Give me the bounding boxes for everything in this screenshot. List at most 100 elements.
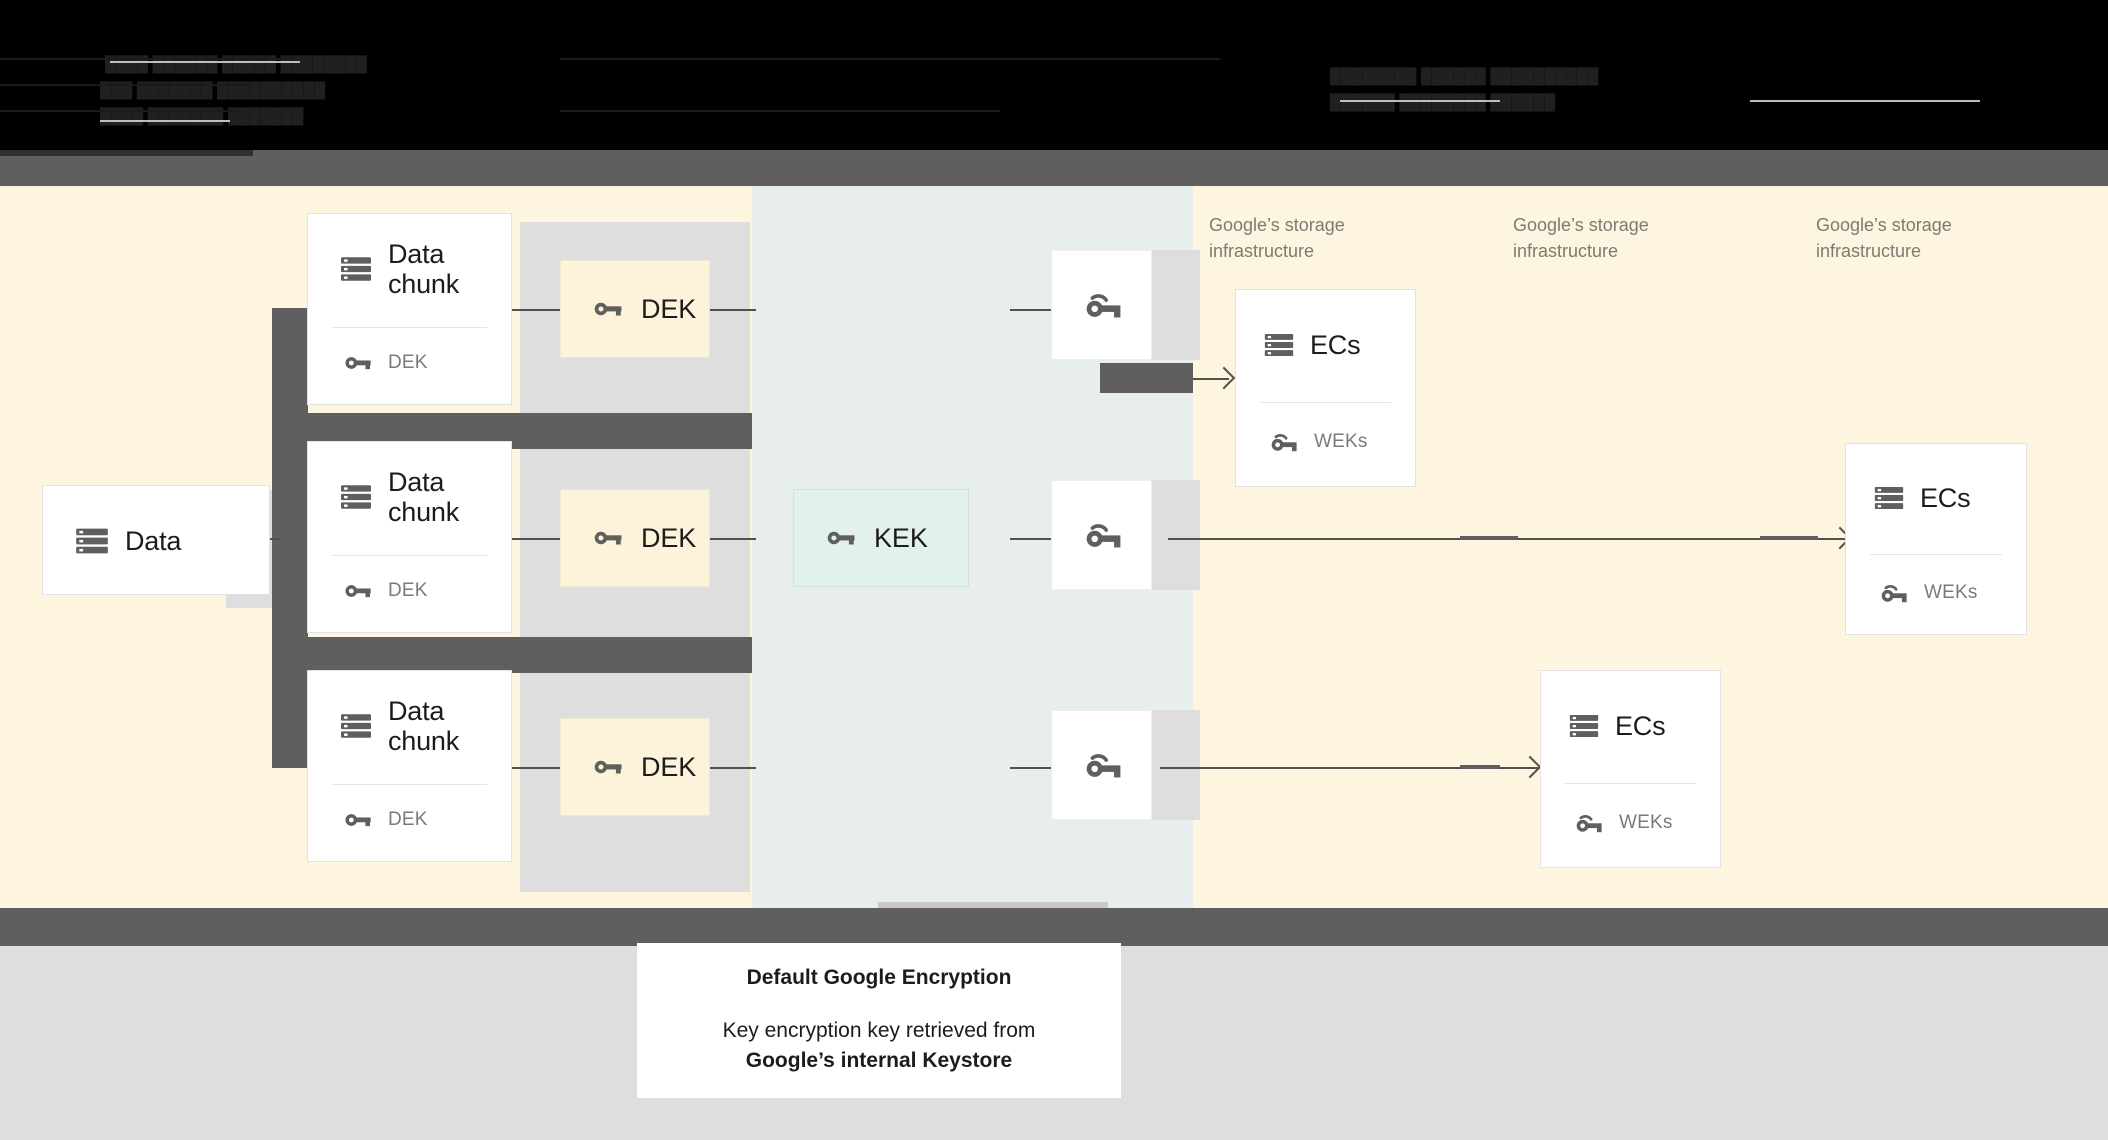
key-icon	[342, 575, 374, 607]
split-bar-branch-2	[272, 637, 752, 673]
header-highlight	[1340, 100, 1500, 102]
wrapped-key-box[interactable]	[1051, 480, 1152, 590]
page-header: ████ ██████ █████ ████████ ███ ███████ █…	[0, 0, 2108, 150]
kek-label: KEK	[874, 522, 928, 553]
header-rule	[0, 58, 290, 60]
arrow-line-accent-2a	[1460, 536, 1518, 540]
card-divider	[332, 784, 487, 785]
dek-label: DEK	[641, 751, 697, 782]
connector-dek-mid-2	[710, 538, 756, 540]
key-icon	[824, 521, 858, 555]
ecs-card[interactable]: ECs WEKs	[1845, 443, 2027, 635]
header-text-right-2: ██████ ████████ ██████	[1330, 94, 1556, 111]
server-icon	[1567, 709, 1601, 743]
wrapped-key-bar-1	[1100, 363, 1193, 393]
wrapped-key-box[interactable]	[1051, 250, 1152, 360]
caption-box: Default Google Encryption Key encryption…	[637, 943, 1121, 1098]
key-icon	[591, 521, 625, 555]
connector-dek-mid-3	[710, 767, 756, 769]
dek-box[interactable]: DEK	[560, 718, 710, 816]
server-icon	[338, 708, 374, 744]
ecs-card-top: ECs	[1236, 290, 1415, 400]
ecs-label: ECs	[1920, 482, 1971, 513]
data-chunk-key-label: DEK	[388, 352, 428, 373]
wrapped-key-icon	[1266, 425, 1300, 459]
connector-chunk-dek-1	[512, 309, 560, 311]
arrow-line-storage-3	[1160, 767, 1538, 769]
top-dark-band	[0, 150, 2108, 186]
wrapped-key-icon	[1079, 742, 1125, 788]
header-text-line-3: ████ ███████ ███████	[100, 108, 304, 125]
ecs-label: ECs	[1310, 329, 1361, 360]
weks-label: WEKs	[1619, 812, 1673, 833]
data-chunk-card-bottom: DEK	[308, 552, 511, 630]
header-highlight	[110, 61, 300, 63]
server-icon	[73, 522, 111, 560]
ecs-card[interactable]: ECs WEKs	[1540, 670, 1721, 868]
data-chunk-key-label: DEK	[388, 580, 428, 601]
bottom-dark-band	[0, 908, 2108, 946]
key-icon	[591, 750, 625, 784]
dek-box[interactable]: DEK	[560, 260, 710, 358]
connector-mid-wk-3	[1010, 767, 1054, 769]
card-divider	[1870, 554, 2002, 555]
ecs-card[interactable]: ECs WEKs	[1235, 289, 1416, 487]
header-text-line-2: ███ ███████ ██████████	[100, 82, 326, 99]
server-icon	[1262, 328, 1296, 362]
wrapped-key-icon	[1876, 576, 1910, 610]
wrapped-key-box[interactable]	[1051, 710, 1152, 820]
header-text-right-1: ████████ ██████ ██████████	[1330, 68, 1599, 85]
arrow-line-storage-1	[1193, 378, 1229, 380]
data-source-card[interactable]: Data	[42, 485, 270, 595]
caption-title: Default Google Encryption	[746, 965, 1012, 989]
connector-mid-wk-2	[1010, 538, 1054, 540]
header-text-line-1: ████ ██████ █████ ████████	[105, 56, 368, 73]
connector-dek-mid-1	[710, 309, 756, 311]
header-highlight	[1750, 100, 1980, 102]
dek-label: DEK	[641, 293, 697, 324]
server-icon	[1872, 481, 1906, 515]
wrapped-key-icon	[1079, 512, 1125, 558]
connector-chunk-dek-2	[512, 538, 560, 540]
data-source-card-top: Data	[43, 486, 269, 596]
key-icon	[342, 804, 374, 836]
card-divider	[332, 327, 487, 328]
data-source-label: Data	[125, 525, 182, 556]
server-icon	[338, 479, 374, 515]
key-icon	[591, 292, 625, 326]
kek-box[interactable]: KEK	[793, 489, 969, 587]
connector-chunk-dek-3	[512, 767, 560, 769]
dek-box[interactable]: DEK	[560, 489, 710, 587]
key-icon	[342, 347, 374, 379]
header-highlight	[100, 120, 230, 122]
ecs-card-bottom: WEKs	[1846, 552, 2026, 634]
ecs-card-top: ECs	[1541, 671, 1720, 781]
header-rule	[560, 110, 1000, 112]
ecs-label: ECs	[1615, 710, 1666, 741]
data-chunk-card-bottom: DEK	[308, 781, 511, 859]
header-rule	[0, 110, 240, 112]
card-divider	[1260, 402, 1391, 403]
keystore-zone-foot	[878, 902, 1108, 912]
server-icon	[338, 251, 374, 287]
dek-label: DEK	[641, 522, 697, 553]
card-divider	[1565, 783, 1696, 784]
top-dark-band-accent	[0, 150, 253, 156]
data-chunk-card-bottom: DEK	[308, 324, 511, 402]
weks-label: WEKs	[1314, 431, 1368, 452]
connector-mid-wk-1	[1010, 309, 1054, 311]
arrow-line-accent-2b	[1760, 536, 1818, 540]
